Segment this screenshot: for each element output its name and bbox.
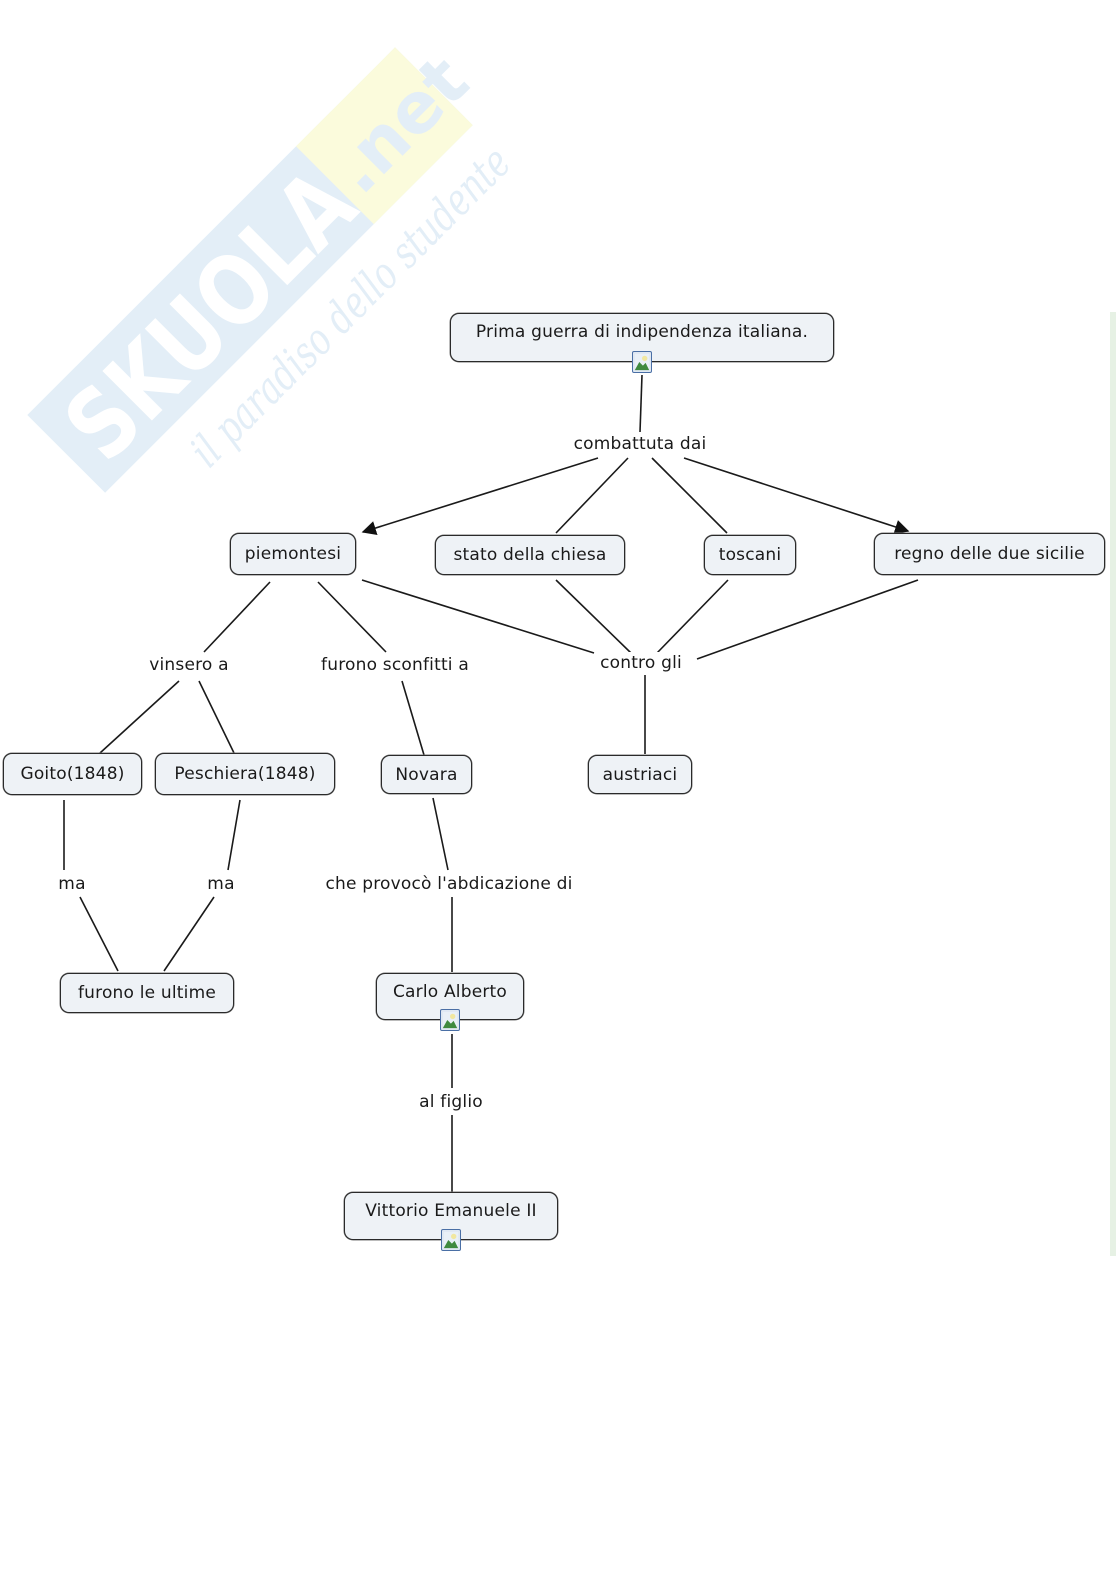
concept-label: austriaci — [602, 764, 678, 785]
image-icon[interactable] — [632, 351, 652, 373]
concept-label: Goito(1848) — [20, 764, 125, 784]
concept-label: Vittorio Emanuele II — [365, 1201, 537, 1221]
concept-carlo-alberto[interactable]: Carlo Alberto — [376, 973, 524, 1031]
image-icon[interactable] — [440, 1009, 460, 1031]
link-combattuta-stato-chiesa — [555, 457, 629, 534]
concept-peschiera[interactable]: Peschiera(1848) — [155, 753, 335, 795]
concept-label: Peschiera(1848) — [174, 764, 316, 784]
link-vinsero-peschiera — [198, 680, 235, 754]
image-icon[interactable] — [441, 1229, 461, 1251]
concept-root[interactable]: Prima guerra di indipendenza italiana. — [450, 313, 834, 373]
link-novara-abdicazione — [432, 797, 449, 871]
linking-phrase-ma-left[interactable]: ma — [55, 873, 89, 895]
concept-toscani[interactable]: toscani — [704, 535, 796, 575]
link-stato-chiesa-contro — [555, 579, 632, 654]
concept-austriaci[interactable]: austriaci — [588, 755, 692, 794]
linking-phrase-combattuta-dai[interactable]: combattuta dai — [570, 433, 710, 455]
concept-label: toscani — [718, 545, 782, 565]
link-combattuta-toscani — [651, 457, 728, 534]
linking-phrase-al-figlio[interactable]: al figlio — [416, 1091, 486, 1113]
concept-label: regno delle due sicilie — [894, 544, 1085, 564]
link-root-combattuta — [639, 374, 643, 433]
linking-phrase-contro-gli[interactable]: contro gli — [597, 652, 685, 674]
concept-label: piemontesi — [244, 544, 342, 564]
link-ma-ultime-left — [79, 896, 119, 972]
link-vinsero-goito — [99, 680, 180, 754]
concept-regno-delle-due-sicilie[interactable]: regno delle due sicilie — [874, 533, 1105, 575]
link-sconfitti-novara — [401, 680, 425, 756]
link-piemontesi-vinsero — [203, 581, 271, 653]
link-regno-sicilie-contro — [696, 579, 919, 660]
concept-novara[interactable]: Novara — [381, 755, 472, 794]
linking-phrase-vinsero-a[interactable]: vinsero a — [146, 654, 232, 676]
concept-label: Prima guerra di indipendenza italiana. — [475, 322, 809, 342]
concept-label: furono le ultime — [77, 983, 217, 1003]
link-piemontesi-sconfitti — [317, 581, 387, 653]
linking-phrase-abdicazione[interactable]: che provocò l'abdicazione di — [322, 873, 576, 895]
concept-label: Carlo Alberto — [392, 982, 508, 1002]
link-piemontesi-contro — [361, 579, 595, 654]
linking-phrase-ma-right[interactable]: ma — [204, 873, 238, 895]
link-ma-ultime-right — [163, 896, 215, 972]
concept-label: Novara — [395, 764, 458, 785]
concept-vittorio-emanuele-ii[interactable]: Vittorio Emanuele II — [344, 1192, 558, 1251]
concept-stato-della-chiesa[interactable]: stato della chiesa — [435, 535, 625, 575]
concept-piemontesi[interactable]: piemontesi — [230, 533, 356, 575]
concept-furono-le-ultime[interactable]: furono le ultime — [60, 973, 234, 1013]
link-combattuta-piemontesi — [361, 457, 599, 535]
linking-phrase-furono-sconfitti-a[interactable]: furono sconfitti a — [318, 654, 472, 676]
link-toscani-contro — [656, 579, 729, 654]
link-peschiera-ma — [227, 799, 241, 871]
link-combattuta-regno-sicilie — [683, 457, 910, 534]
concept-goito[interactable]: Goito(1848) — [3, 753, 142, 795]
page-edge-strip — [1110, 312, 1116, 1256]
concept-label: stato della chiesa — [453, 545, 607, 565]
